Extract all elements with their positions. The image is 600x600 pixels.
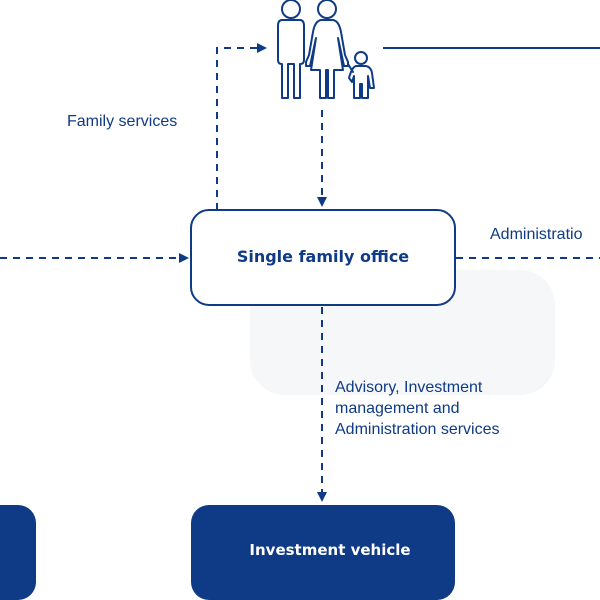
administration-label: Administratio — [490, 226, 583, 243]
investment-vehicle-node — [191, 505, 455, 600]
investment-vehicle-label: Investment vehicle — [249, 541, 410, 559]
family-services-connector — [216, 43, 267, 210]
advisory-label-line-3: Administration services — [335, 421, 500, 438]
single-family-office-node — [190, 209, 456, 306]
family-services-label: Family services — [67, 113, 177, 130]
single-family-office-label: Single family office — [237, 247, 409, 266]
family-icon — [277, 0, 375, 99]
left-node-partial — [0, 505, 36, 600]
advisory-label-line-1: Advisory, Investment — [335, 379, 483, 396]
advisory-label-line-2: management and — [335, 400, 460, 417]
